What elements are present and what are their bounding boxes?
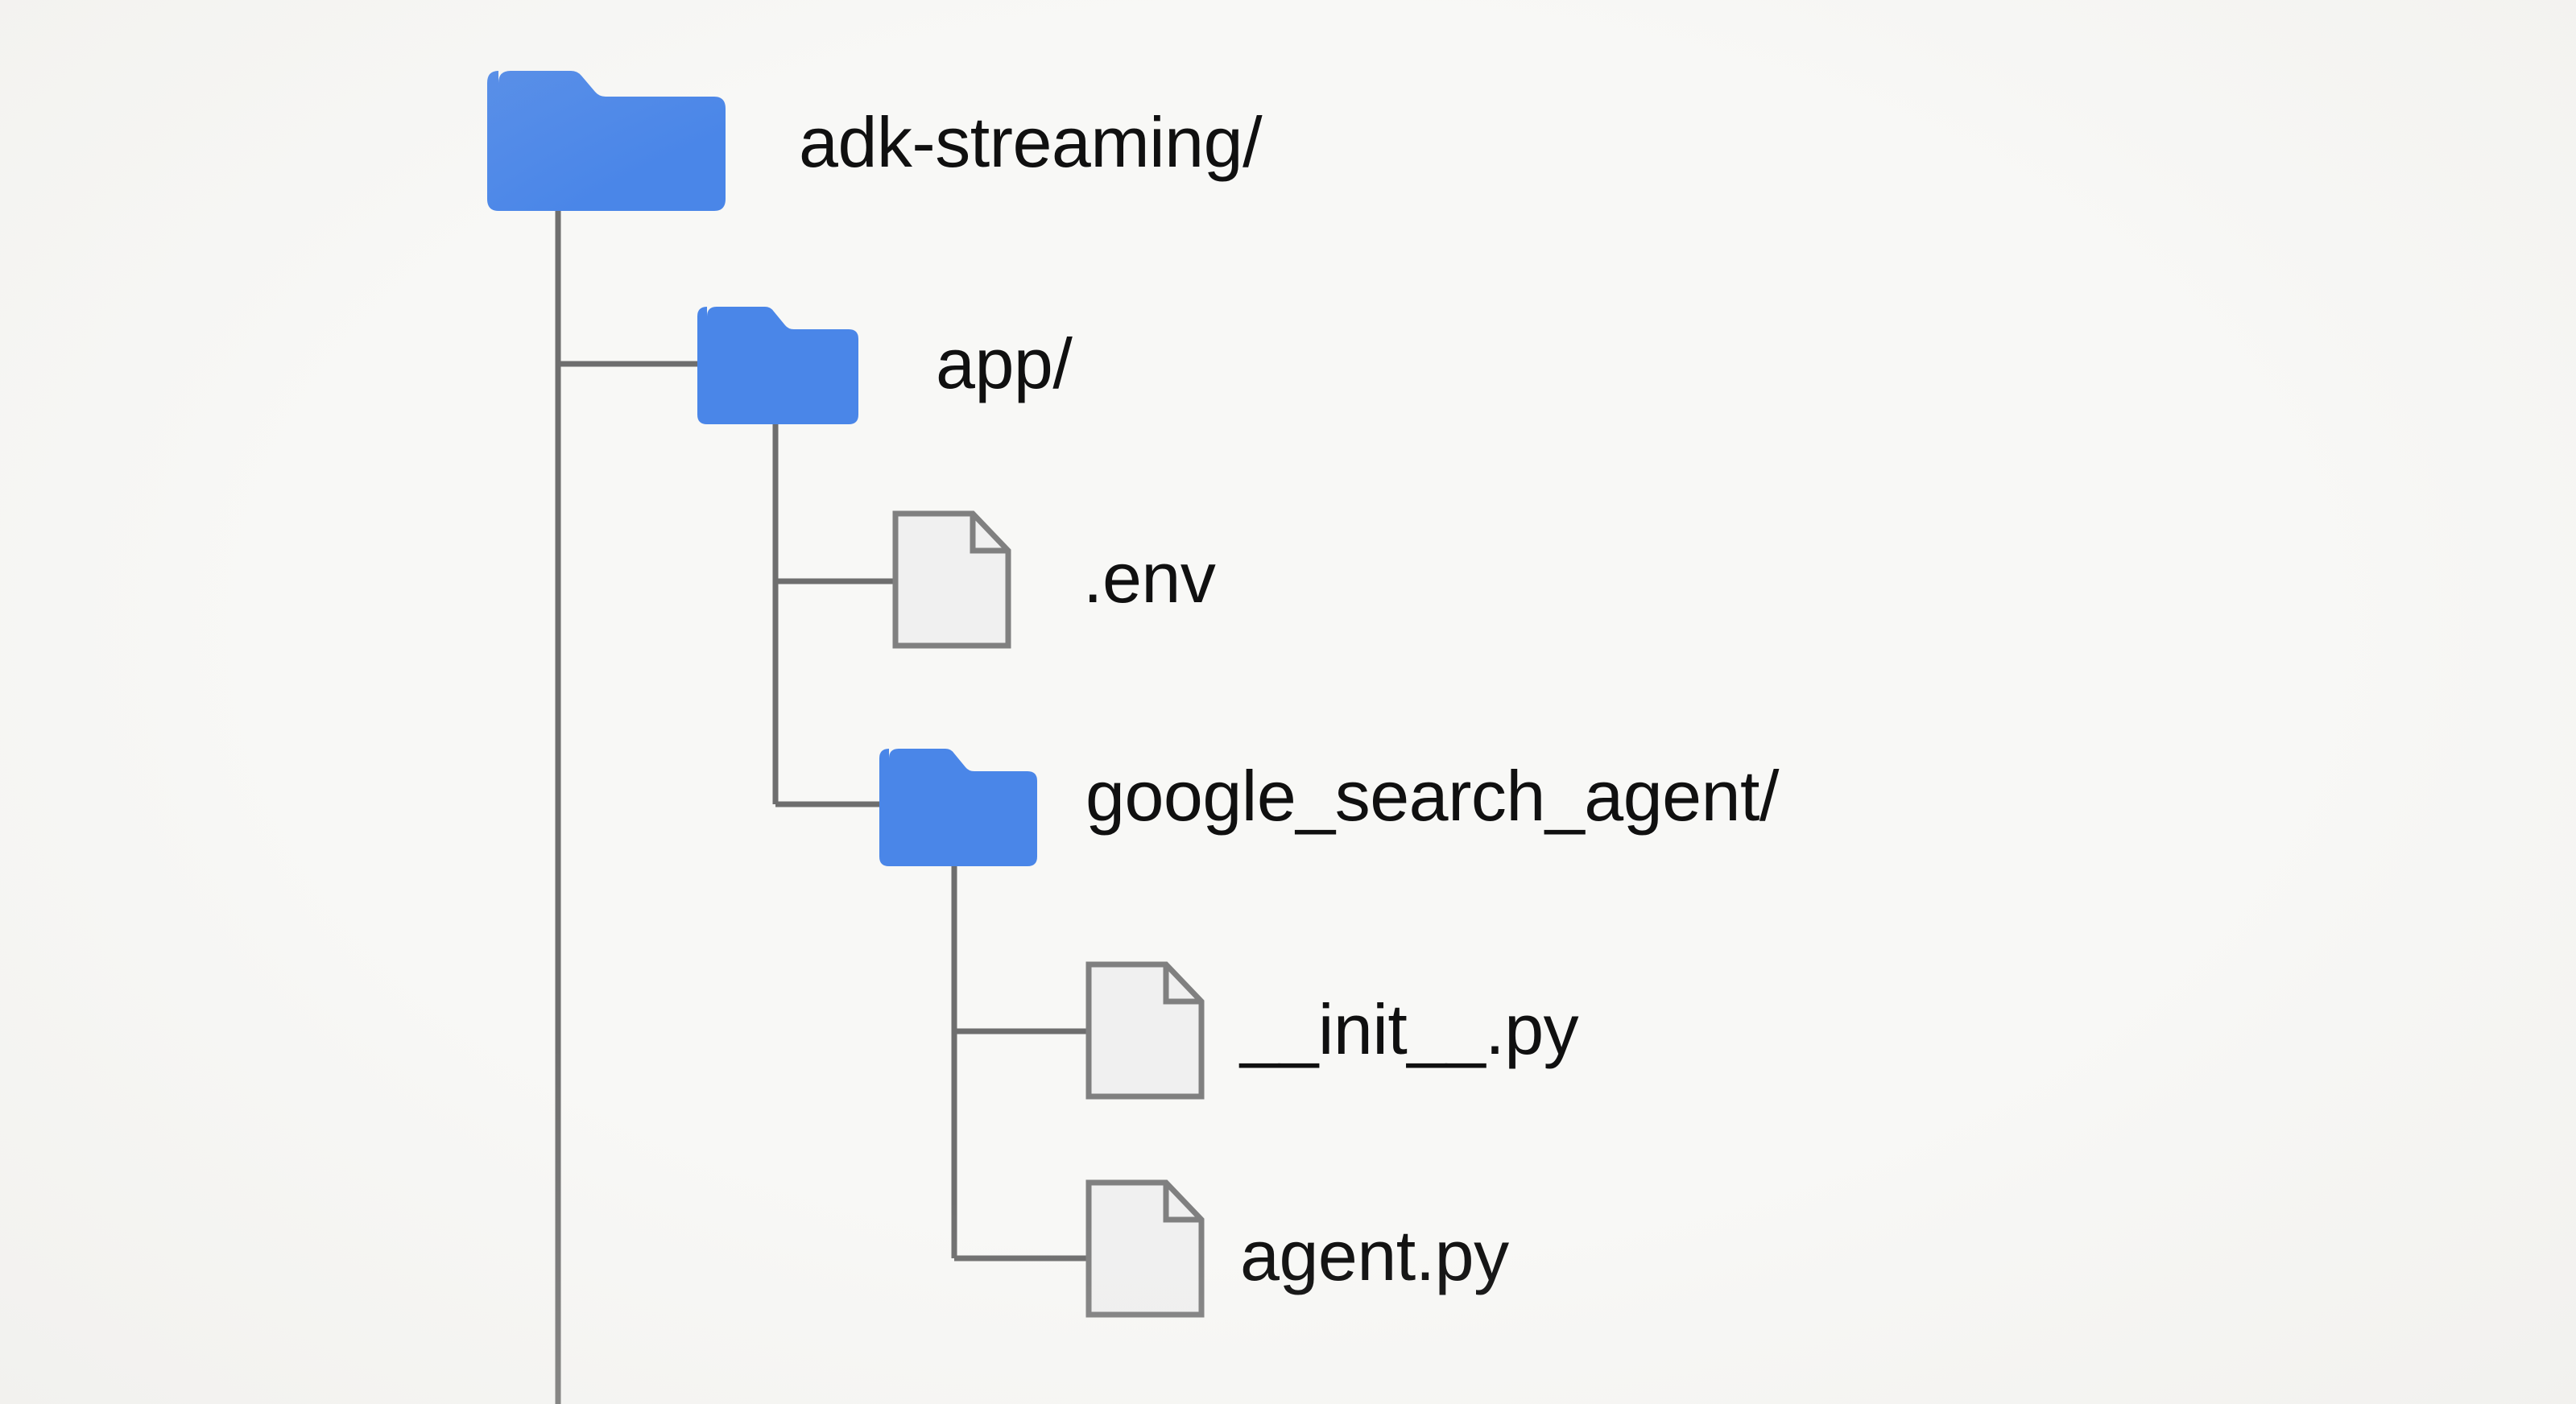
folder-icon[interactable] — [879, 747, 1037, 868]
node-label-init-py: __init__.py — [1240, 989, 1579, 1069]
file-icon[interactable] — [1085, 961, 1205, 1100]
node-label-agent-py: agent.py — [1240, 1216, 1509, 1295]
file-icon[interactable] — [892, 510, 1011, 649]
node-label-root: adk-streaming/ — [799, 102, 1263, 182]
node-label-app: app/ — [936, 324, 1073, 403]
folder-icon[interactable] — [487, 68, 726, 213]
folder-icon[interactable] — [697, 305, 858, 426]
node-label-google-search-agent: google_search_agent/ — [1085, 756, 1779, 836]
file-icon[interactable] — [1085, 1179, 1205, 1318]
node-label-env: .env — [1083, 538, 1216, 617]
